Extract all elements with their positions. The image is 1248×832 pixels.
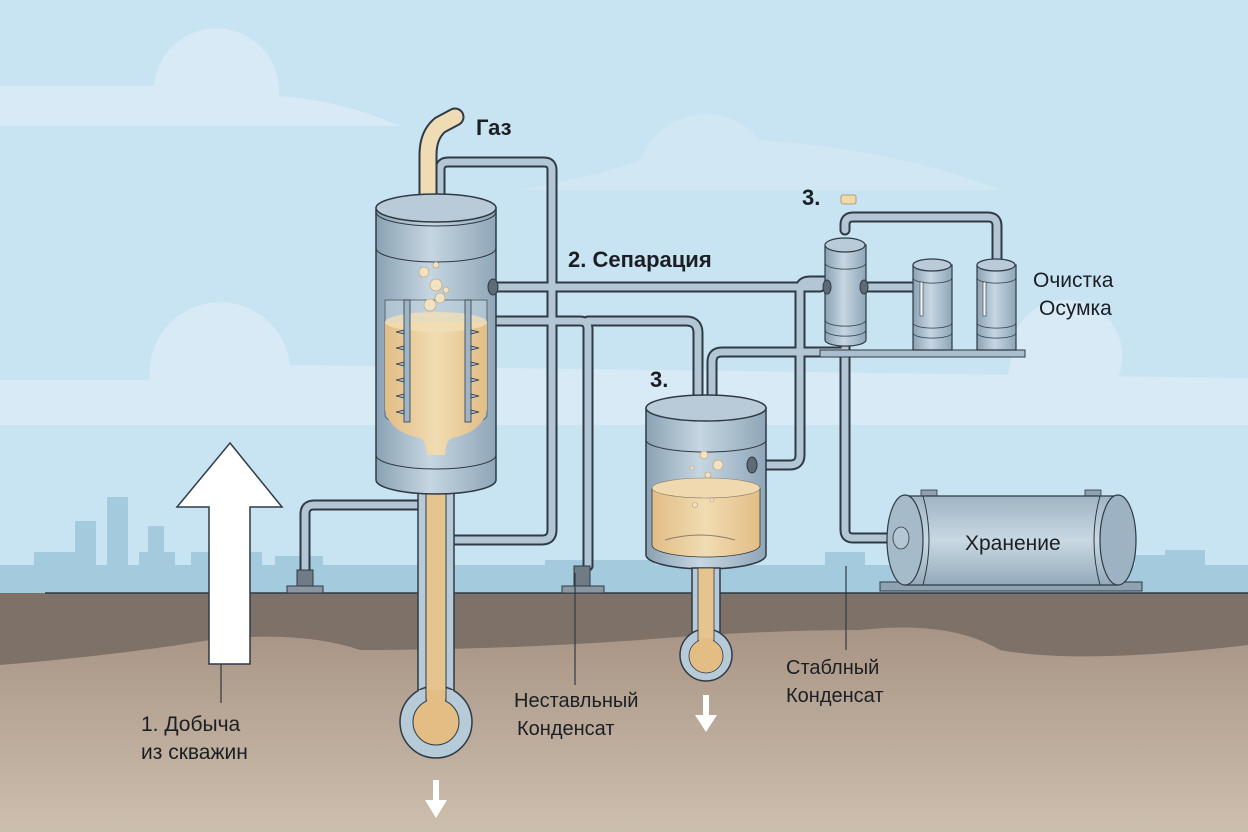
label-purification-1: Очистка bbox=[1033, 269, 1114, 292]
down-arrow-icon bbox=[695, 695, 717, 732]
label-gas: Газ bbox=[476, 115, 512, 140]
filter-vessel bbox=[912, 258, 953, 351]
liquid-swatch-icon bbox=[840, 194, 857, 205]
purification-column-main bbox=[822, 237, 869, 347]
cloud bbox=[0, 302, 1248, 425]
cloud bbox=[0, 28, 400, 127]
separator-column bbox=[375, 193, 499, 495]
label-stable-condensate-2: Конденсат bbox=[786, 685, 884, 707]
label-storage: Хранение bbox=[965, 532, 1061, 555]
label-purification-2: Осумка bbox=[1039, 297, 1112, 320]
stabilizer-tank bbox=[645, 394, 767, 570]
down-arrow-icon bbox=[425, 780, 447, 818]
cloud bbox=[520, 114, 1000, 190]
leader-lines bbox=[220, 566, 847, 703]
label-stable-condensate-1: Стаблный bbox=[786, 657, 879, 679]
label-step3-top: 3. bbox=[802, 185, 820, 210]
label-step3-stabilization: 3. bbox=[650, 367, 668, 392]
bubbles bbox=[689, 450, 724, 508]
baffle-plates bbox=[395, 299, 480, 423]
clouds bbox=[0, 28, 1248, 425]
ground-deep-layer bbox=[0, 627, 1248, 832]
cloud bbox=[1000, 299, 1248, 425]
pipe-supports bbox=[286, 565, 605, 594]
purification-unit bbox=[819, 237, 1026, 358]
label-unstable-condensate-1: Неставльный bbox=[514, 690, 638, 712]
storage-tank bbox=[879, 489, 1143, 592]
label-unstable-condensate-2: Конденсат bbox=[517, 718, 615, 740]
extraction-arrow-icon[interactable] bbox=[175, 441, 284, 665]
pipes bbox=[299, 156, 1003, 576]
well-pipe-main bbox=[399, 489, 473, 759]
vapour-bubbles bbox=[418, 261, 450, 312]
well-pipe-secondary bbox=[679, 567, 733, 682]
label-separation: 2. Сепарация bbox=[568, 247, 712, 272]
filter-vessel bbox=[976, 258, 1017, 351]
label-extraction-1: 1. Добыча bbox=[141, 713, 241, 736]
label-extraction-2: из скважин bbox=[141, 741, 248, 764]
